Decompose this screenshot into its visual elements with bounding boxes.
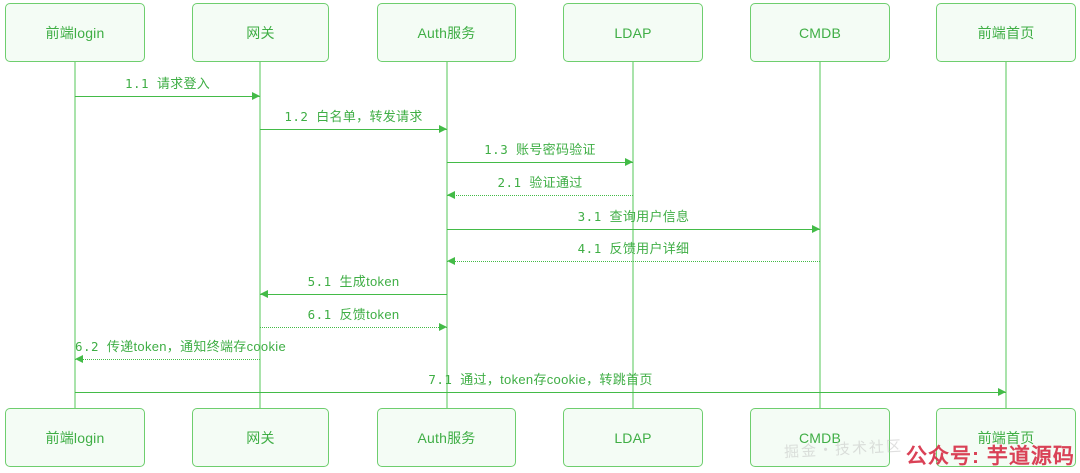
participant-box-auth-service-top[interactable]: Auth服务 <box>377 3 516 62</box>
participant-box-frontend-home-bottom[interactable]: 前端首页 <box>936 408 1076 467</box>
participant-label: 前端login <box>45 429 105 446</box>
participant-label: Auth服务 <box>417 429 476 446</box>
lifeline-gateway <box>259 62 261 408</box>
message-line <box>447 195 633 196</box>
message-seq: 5.1 <box>307 274 332 289</box>
message-line <box>75 359 260 360</box>
message-line <box>260 129 447 130</box>
participant-label: Auth服务 <box>417 24 476 41</box>
message-text: 查询用户信息 <box>601 209 690 224</box>
participant-label: 前端login <box>45 24 105 41</box>
participant-label: LDAP <box>614 429 652 446</box>
message-line <box>447 229 820 230</box>
message-line <box>447 261 820 262</box>
arrowhead-right-icon <box>439 124 447 133</box>
participant-label: 网关 <box>246 429 275 446</box>
message-label: 2.1 验证通过 <box>447 175 633 190</box>
message-text: 反馈token <box>331 307 400 322</box>
arrowhead-right-icon <box>439 322 447 331</box>
message-text: 账号密码验证 <box>508 142 596 157</box>
message-text: 反馈用户详细 <box>601 241 690 256</box>
message-seq: 1.2 <box>284 109 309 124</box>
arrowhead-right-icon <box>252 91 260 100</box>
message-text: 验证通过 <box>521 175 583 190</box>
message-seq: 1.1 <box>124 76 150 91</box>
participant-box-gateway-top[interactable]: 网关 <box>192 3 329 62</box>
message-seq: 2.1 <box>497 175 522 190</box>
arrowhead-left-icon <box>447 256 455 265</box>
message-seq: 1.3 <box>484 142 509 157</box>
arrowhead-left-icon <box>447 190 455 199</box>
participant-box-cmdb-bottom[interactable]: CMDB <box>750 408 890 467</box>
message-seq: 3.1 <box>577 209 602 224</box>
message-label: 6.2 传递token，通知终端存cookie <box>75 339 286 354</box>
lifeline-ldap <box>632 62 634 408</box>
participant-box-ldap-top[interactable]: LDAP <box>563 3 703 62</box>
message-text: 白名单，转发请求 <box>308 109 423 124</box>
message-label: 1.3 账号密码验证 <box>447 142 633 157</box>
message-label: 7.1 通过，token存cookie，转跳首页 <box>75 372 1006 387</box>
participant-label: 前端首页 <box>977 24 1035 41</box>
arrowhead-left-icon <box>75 354 83 363</box>
message-label: 3.1 查询用户信息 <box>447 209 820 224</box>
message-line <box>447 162 633 163</box>
message-line <box>260 327 447 328</box>
message-label: 1.2 白名单，转发请求 <box>260 109 447 124</box>
lifeline-frontend-home <box>1005 62 1007 408</box>
participant-label: 前端首页 <box>977 429 1035 446</box>
participant-box-cmdb-top[interactable]: CMDB <box>750 3 890 62</box>
lifeline-auth-service <box>446 62 448 408</box>
participant-box-frontend-login-top[interactable]: 前端login <box>5 3 145 62</box>
message-label: 4.1 反馈用户详细 <box>447 241 820 256</box>
message-seq: 6.1 <box>307 307 332 322</box>
participant-label: 网关 <box>246 24 275 41</box>
message-line <box>260 294 447 295</box>
participant-box-frontend-login-bottom[interactable]: 前端login <box>5 408 145 467</box>
message-label: 1.1 请求登入 <box>75 76 260 91</box>
participant-box-ldap-bottom[interactable]: LDAP <box>563 408 703 467</box>
participant-box-auth-service-bottom[interactable]: Auth服务 <box>377 408 516 467</box>
message-seq: 6.2 <box>75 339 100 354</box>
participant-label: LDAP <box>614 24 652 41</box>
message-text: 生成token <box>331 274 400 289</box>
arrowhead-right-icon <box>812 224 820 233</box>
message-text: 传递token，通知终端存cookie <box>99 339 286 354</box>
message-label: 6.1 反馈token <box>260 307 447 322</box>
participant-box-gateway-bottom[interactable]: 网关 <box>192 408 329 467</box>
message-label: 5.1 生成token <box>260 274 447 289</box>
arrowhead-left-icon <box>260 289 268 298</box>
message-seq: 7.1 <box>428 372 453 387</box>
watermark-red: 公众号: 芋道源码 <box>906 445 1075 468</box>
message-line <box>75 392 1006 393</box>
participant-label: CMDB <box>798 429 842 446</box>
lifeline-cmdb <box>819 62 821 408</box>
message-text: 通过，token存cookie，转跳首页 <box>452 372 653 387</box>
message-seq: 4.1 <box>577 241 602 256</box>
arrowhead-right-icon <box>625 157 633 166</box>
participant-box-frontend-home-top[interactable]: 前端首页 <box>936 3 1076 62</box>
lifeline-frontend-login <box>74 62 76 408</box>
message-line <box>75 96 260 97</box>
participant-label: CMDB <box>798 24 842 41</box>
message-text: 请求登入 <box>149 76 211 91</box>
arrowhead-right-icon <box>998 387 1006 396</box>
